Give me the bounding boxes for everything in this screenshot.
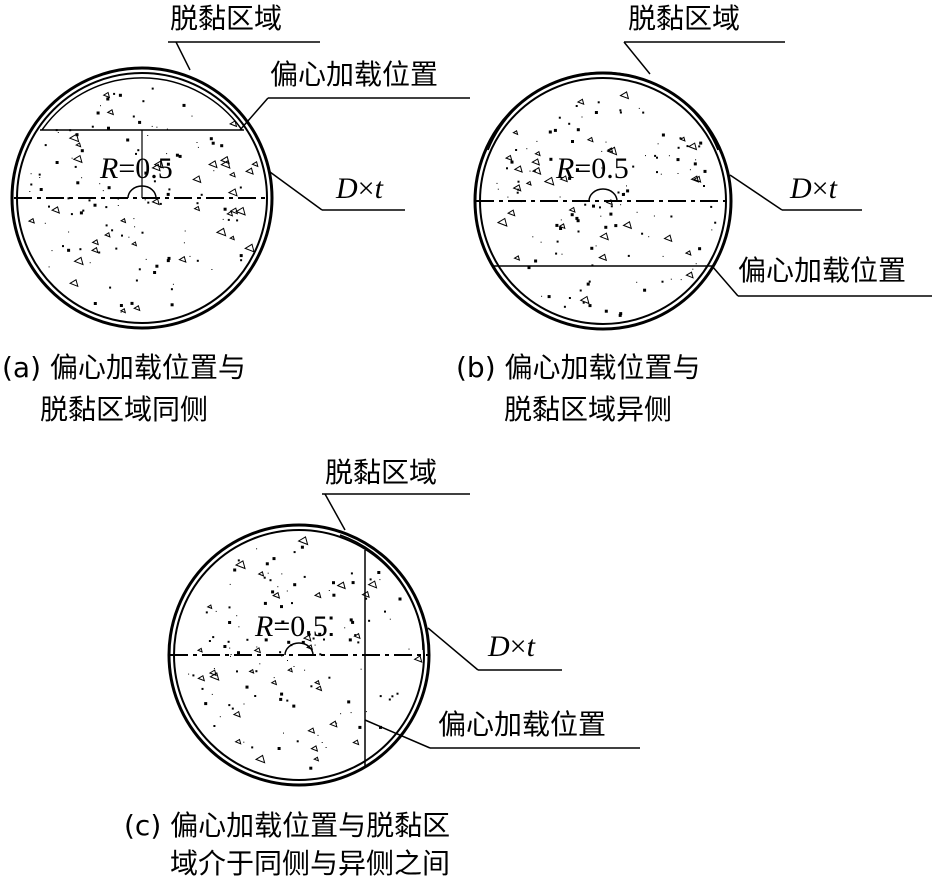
figure-a-label-debonding: 脱黏区域 [170,2,282,35]
figure-b: 脱黏区域 R=0.5 D×t 偏心加载位置 [473,2,932,331]
figure-a-steel-tube [10,66,274,330]
figure-c: 脱黏区域 R=0.5 D×t 偏心加载位置 [167,456,640,787]
figure-a-label-dt: D×t [335,172,384,205]
figure-a-caption-line2: 脱黏区域同侧 [40,393,209,426]
figure-b-load-leader [711,265,739,297]
figure-c-label-debonding: 脱黏区域 [325,456,437,489]
figure-b-label-debonding: 脱黏区域 [628,2,740,35]
figure-c-label-load-position: 偏心加载位置 [438,708,606,741]
figure-a-label-radius: R=0.5 [99,152,173,185]
figure-c-dt-leader [427,627,479,671]
figure-c-debonding-gap [339,534,424,651]
figure-c-label-dt: D×t [487,630,536,663]
figure-a: 脱黏区域 偏心加载位置 R=0.5 D×t [10,2,470,330]
figure-c-load-leader [364,719,431,749]
figure-c-caption-line1: (c) 偏心加载位置与脱黏区 [124,809,451,842]
figure-c-caption-line2: 域介于同侧与异侧之间 [170,847,451,880]
figure-b-debond-leader [623,41,651,75]
figure-a-load-leader [239,97,269,131]
figure-b-caption-line1: (b) 偏心加载位置与 [456,351,701,384]
figure-c-section [167,493,640,787]
figure-a-section [10,41,470,330]
figure-b-caption-line2: 脱黏区域异侧 [504,393,673,426]
figure-b-label-load-position: 偏心加载位置 [738,254,906,287]
figure-b-label-dt: D×t [789,172,838,205]
figure-a-debonding-gap [41,77,243,131]
figure-c-debond-leader [324,493,346,531]
figure-b-concrete-texture [496,91,717,317]
figure-b-debonding-gap [487,71,719,151]
figure-c-concrete-texture [188,536,423,770]
figure-b-dt-leader [729,174,783,211]
figure-b-label-radius: R=0.5 [555,152,629,185]
figure-a-caption-line1: (a) 偏心加载位置与 [2,351,246,384]
figure-b-section [473,41,932,331]
figure-a-concrete-texture [27,87,259,314]
figure-a-center-arc [127,185,157,199]
figure-c-center-arc [284,642,314,656]
figure-a-dt-leader [269,171,323,211]
figure-c-label-radius: R=0.5 [254,610,328,643]
figure-a-debond-leader [175,41,191,71]
figure-a-label-load-position: 偏心加载位置 [270,58,438,91]
figure-c-steel-tube [167,523,431,787]
figure-b-center-arc [588,188,618,202]
